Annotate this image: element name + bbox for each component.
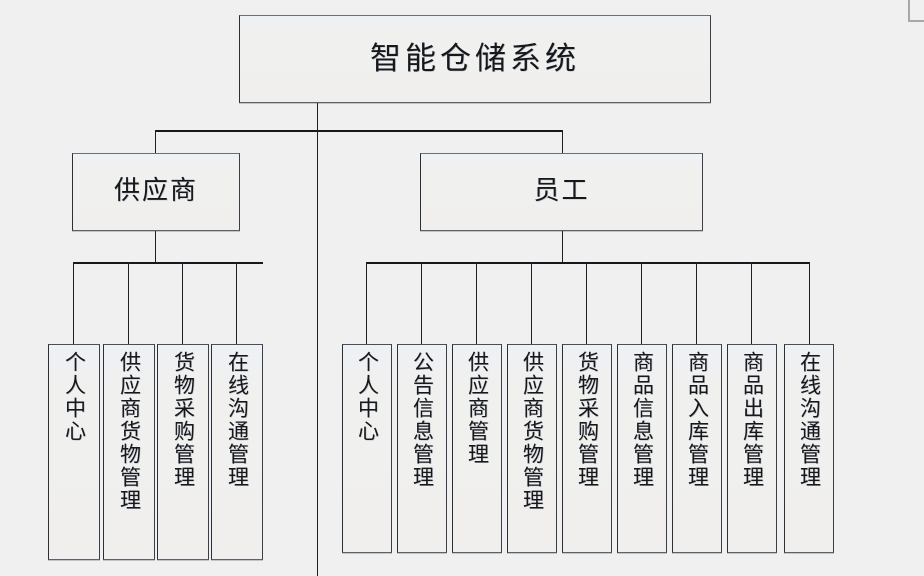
node-employee-leaf-label: 商品出库管理: [740, 351, 765, 489]
node-root-label: 智能仓储系统: [370, 40, 580, 77]
node-root-system[interactable]: 智能仓储系统: [239, 15, 711, 103]
connector-drop-supplier: [155, 130, 156, 154]
connector-supplier-drop-3: [182, 262, 183, 344]
node-employee-leaf-product-inbound-mgmt[interactable]: 商品入库管理: [672, 344, 722, 553]
connector-supplier-bus: [73, 262, 263, 264]
connector-employee-drop-6: [641, 262, 642, 344]
node-employee-leaf-label: 公告信息管理: [410, 351, 435, 489]
connector-supplier-drop-2: [128, 262, 129, 344]
connector-employee-drop-9: [809, 262, 810, 344]
node-employee-leaf-label: 货物采购管理: [575, 351, 600, 489]
connector-center-divider: [317, 130, 318, 576]
node-supplier-leaf-supplier-goods-mgmt[interactable]: 供应商货物管理: [103, 344, 155, 560]
node-employee-leaf-product-outbound-mgmt[interactable]: 商品出库管理: [727, 344, 777, 553]
connector-employee-stem: [562, 231, 563, 263]
connector-level2-bus: [155, 130, 563, 132]
connector-employee-drop-5: [586, 262, 587, 344]
node-supplier-leaf-label: 供应商货物管理: [117, 351, 142, 512]
node-employee-leaf-label: 个人中心: [355, 351, 380, 443]
node-supplier-leaf-online-comm-mgmt[interactable]: 在线沟通管理: [211, 344, 263, 560]
connector-supplier-drop-1: [73, 262, 74, 344]
connector-drop-employee: [562, 130, 563, 154]
connector-supplier-stem: [155, 231, 156, 263]
connector-employee-bus: [366, 262, 810, 264]
node-employee-leaf-label: 在线沟通管理: [797, 351, 822, 489]
connector-employee-drop-7: [696, 262, 697, 344]
node-employee-leaf-label: 供应商管理: [465, 351, 490, 466]
window-corner-artifact: [908, 0, 924, 22]
connector-employee-drop-8: [751, 262, 752, 344]
node-supplier-leaf-personal-center[interactable]: 个人中心: [48, 344, 100, 560]
node-employee-leaf-online-comm-mgmt[interactable]: 在线沟通管理: [784, 344, 834, 553]
node-employee-label: 员工: [533, 176, 590, 207]
node-employee-leaf-personal-center[interactable]: 个人中心: [342, 344, 392, 553]
connector-employee-drop-3: [476, 262, 477, 344]
node-supplier[interactable]: 供应商: [72, 153, 240, 231]
connector-employee-drop-2: [421, 262, 422, 344]
node-supplier-leaf-goods-purchase-mgmt[interactable]: 货物采购管理: [157, 344, 209, 560]
node-employee-leaf-label: 供应商货物管理: [520, 351, 545, 512]
connector-employee-drop-1: [366, 262, 367, 344]
node-employee-leaf-supplier-mgmt[interactable]: 供应商管理: [452, 344, 502, 553]
node-employee-leaf-product-info-mgmt[interactable]: 商品信息管理: [617, 344, 667, 553]
node-employee-leaf-label: 商品信息管理: [630, 351, 655, 489]
node-employee-leaf-goods-purchase-mgmt[interactable]: 货物采购管理: [562, 344, 612, 553]
node-employee-leaf-supplier-goods-mgmt[interactable]: 供应商货物管理: [507, 344, 557, 553]
connector-employee-drop-4: [531, 262, 532, 344]
node-supplier-leaf-label: 个人中心: [62, 351, 87, 443]
node-supplier-label: 供应商: [113, 176, 198, 207]
connector-root-stem: [317, 103, 318, 131]
connector-supplier-drop-4: [236, 262, 237, 344]
node-employee-leaf-label: 商品入库管理: [685, 351, 710, 489]
node-supplier-leaf-label: 货物采购管理: [171, 351, 196, 489]
node-employee[interactable]: 员工: [420, 153, 703, 231]
node-employee-leaf-announcement-mgmt[interactable]: 公告信息管理: [397, 344, 447, 553]
node-supplier-leaf-label: 在线沟通管理: [225, 351, 250, 489]
